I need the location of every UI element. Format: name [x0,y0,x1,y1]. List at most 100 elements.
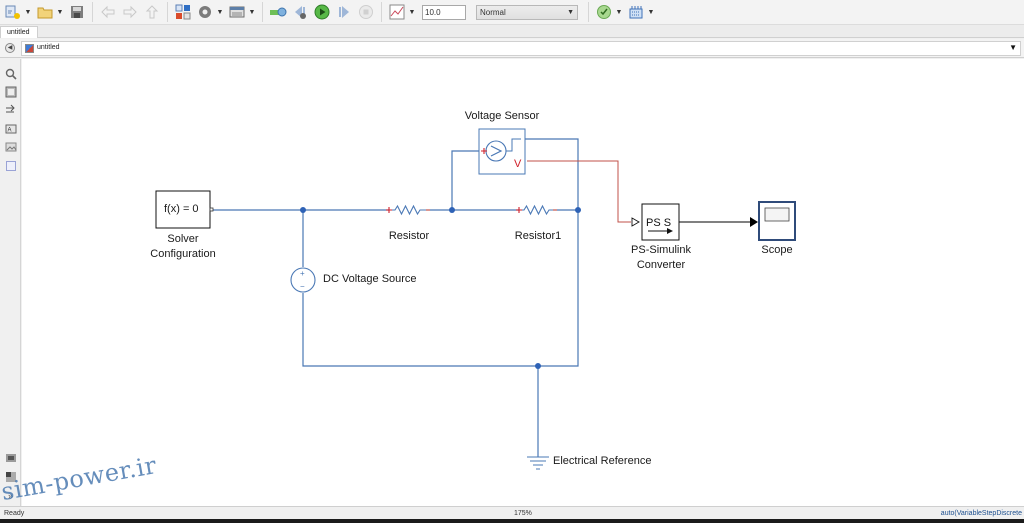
annotation-button[interactable]: A [4,123,17,135]
model-browser-button[interactable] [4,452,17,464]
back-button[interactable] [99,3,117,21]
area-button[interactable] [4,160,17,172]
step-forward-button[interactable] [335,3,353,21]
main-toolbar: ▼ ▼ ▼ ▼ [0,0,1024,25]
signal-view-button[interactable] [4,471,17,483]
expand-palette-button[interactable]: » [4,490,17,502]
image-button[interactable] [4,141,17,153]
hide-browser-toggle[interactable]: ◀ [5,43,15,53]
resistor-label: Resistor [388,230,430,242]
junction-dot [449,207,455,213]
new-model-dropdown[interactable]: ▼ [24,8,32,16]
dashboard-dropdown[interactable]: ▼ [647,8,655,16]
forward-button[interactable] [121,3,139,21]
model-path-field[interactable]: untitled ▼ [21,41,1021,56]
dc-voltage-source-block[interactable] [290,267,316,293]
ps-converter-label-line1: PS-Simulink [631,244,691,256]
explorer-dropdown[interactable]: ▼ [248,8,256,16]
arrow-toggle-button[interactable] [4,104,17,116]
build-button[interactable] [269,3,287,21]
model-explorer-icon [229,6,245,18]
ps-converter-label-line2: Converter [636,259,686,271]
scope-block[interactable] [758,201,796,241]
solver-label-line2: Configuration [150,248,216,260]
solver-status[interactable]: auto(VariableStepDiscrete [940,510,1022,517]
ps-converter-block-text: PS S [646,217,671,229]
solver-configuration-block[interactable] [155,190,214,229]
resistor-plus-port [386,207,392,213]
open-button[interactable] [36,3,54,21]
model-path-text: untitled [37,44,60,51]
save-button[interactable] [68,3,86,21]
connection-sensor-minus[interactable] [520,138,579,210]
advisor-dropdown[interactable]: ▼ [615,8,623,16]
status-bar: Ready 175% auto(VariableStepDiscrete [0,506,1024,519]
up-icon [145,5,159,19]
build-icon [270,7,287,17]
open-dropdown[interactable]: ▼ [56,8,64,16]
signal-view-icon [5,472,16,482]
signal-arrowhead [750,217,758,227]
connection-dcsource-bottom[interactable] [302,210,579,367]
connection-sensor-plus[interactable] [451,150,484,210]
simulation-mode-select[interactable]: Normal ▼ [476,4,578,20]
junction-dot [575,207,581,213]
solver-block-text: f(x) = 0 [164,203,199,215]
model-browser-icon [5,454,16,462]
ps-simulink-converter-label: PS-Simulink Converter [631,243,691,273]
ps-simulink-converter-block[interactable] [631,203,680,241]
library-browser-button[interactable] [174,3,192,21]
save-icon [71,6,83,18]
tool-palette: A » [0,59,21,506]
data-inspector-dropdown[interactable]: ▼ [408,8,416,16]
diagram-svg: V + − PS S [155,128,796,470]
chevron-down-icon[interactable]: ▼ [1009,43,1017,52]
step-back-button[interactable] [291,3,309,21]
dc-source-plus-sign: + [300,269,305,278]
run-button[interactable] [313,3,331,21]
new-model-button[interactable] [4,3,22,21]
solver-label-line1: Solver [167,233,199,245]
dashboard-button[interactable] [627,3,645,21]
svg-text:A: A [7,128,11,134]
zoom-button[interactable] [4,68,17,80]
model-explorer-button[interactable] [228,3,246,21]
annotation-icon: A [5,124,16,134]
resistor-block[interactable] [389,204,430,216]
toolbar-separator [167,2,168,22]
stop-button[interactable] [357,3,375,21]
model-tab-bar: untitled [0,25,1024,38]
fit-view-button[interactable] [4,86,17,98]
expand-icon: » [7,491,13,501]
zoom-level[interactable]: 175% [514,510,532,517]
settings-dropdown[interactable]: ▼ [216,8,224,16]
junction-dot [535,363,541,369]
simulation-mode-value: Normal [480,7,506,17]
forward-icon [123,5,137,19]
step-forward-icon [339,6,349,18]
up-button[interactable] [143,3,161,21]
step-back-icon [295,6,306,19]
new-model-icon [5,5,20,19]
zoom-icon [5,68,17,80]
model-canvas[interactable]: V + − PS S [22,59,1024,506]
tab-untitled[interactable]: untitled [0,26,38,38]
electrical-reference-block[interactable] [527,456,549,470]
data-inspector-button[interactable] [388,3,406,21]
resistor1-plus-port [516,207,522,213]
run-icon [314,4,330,20]
fit-view-icon [5,86,16,98]
chevron-down-icon: ▼ [567,8,574,16]
resistor1-block[interactable] [519,204,557,216]
stop-icon [359,5,373,19]
model-icon [25,44,34,53]
scope-label: Scope [761,244,793,256]
stop-time-input[interactable]: 10.0 [422,4,466,20]
signal-sensor-to-converter[interactable] [527,160,631,223]
model-settings-button[interactable] [196,3,214,21]
model-advisor-button[interactable] [595,3,613,21]
voltage-sensor-v-port-label: V [514,158,522,170]
status-state: Ready [4,510,25,517]
junction-dot [300,207,306,213]
